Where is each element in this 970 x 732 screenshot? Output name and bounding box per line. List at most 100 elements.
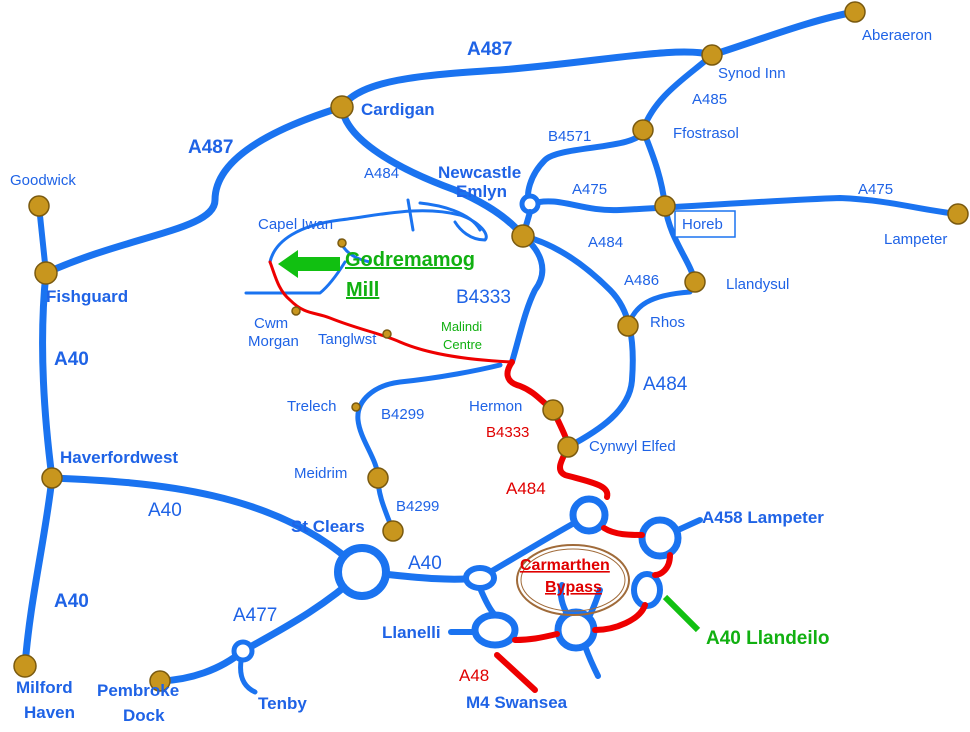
label-dock: Dock [123,706,165,725]
label-malindi: Malindi [441,319,482,334]
roundabout-a477 [231,639,255,663]
road-a477 [156,568,366,685]
label-ffostrasol: Ffostrasol [673,125,739,142]
label-llandysul: Llandysul [726,276,789,293]
road-sw-north [477,585,498,618]
town-newcastle-emlyn [511,224,535,248]
town-goodwick [28,195,50,217]
label-a485: A485 [692,91,727,108]
label-cardigan: Cardigan [361,100,435,119]
label-pembroke: Pembroke [97,681,179,700]
label-fishguard: Fishguard [46,287,128,306]
label-a475-e: A475 [858,181,893,198]
label-haven: Haven [24,703,75,722]
label-st-clears: St Clears [291,517,365,536]
town-lampeter [947,203,969,225]
label-centre: Centre [443,337,482,352]
label-morgan: Morgan [248,333,299,350]
road-a484-north [338,103,527,240]
label-bypass: Bypass [545,579,602,596]
town-tanglwst [382,329,392,339]
label-a40-mid: A40 [148,500,182,521]
place-labels: Aberaeron Synod Inn Ffostrasol Cardigan … [10,27,947,725]
town-aberaeron [844,1,866,23]
road-a458 [675,517,703,533]
town-fishguard [34,261,58,285]
label-capel-iwan: Capel Iwan [258,216,333,233]
label-b4333-blue: B4333 [456,287,511,308]
label-a486: A486 [624,272,659,289]
town-synod-inn [701,44,723,66]
label-a487-north: A487 [467,39,512,60]
label-trelech: Trelech [287,398,336,415]
label-a40-llandeilo: A40 Llandeilo [706,628,830,649]
town-cwm-morgan [291,306,301,316]
label-a40-west: A40 [54,349,89,370]
label-newcastle: Newcastle [438,163,521,182]
route-bypass-4 [512,631,560,643]
label-meidrim: Meidrim [294,465,347,482]
road-capel-iwan [268,209,488,264]
route-mill-malindi [268,260,514,364]
label-b4333-red: B4333 [486,424,529,441]
label-haverfordwest: Haverfordwest [60,448,178,467]
label-synod-inn: Synod Inn [718,65,786,82]
route-a40-llandeilo [662,594,701,633]
bypass-oval-inner [520,548,626,612]
route-bypass-2 [652,552,673,578]
route-a484 [557,444,611,500]
label-milford: Milford [16,678,73,697]
road-river-2 [418,201,482,232]
road-south-spur [582,643,601,679]
label-m4-swansea: M4 Swansea [466,693,568,712]
label-b4571: B4571 [548,128,591,145]
town-llandysul [684,271,706,293]
road-south-north [557,582,569,615]
label-aberaeron: Aberaeron [862,27,932,44]
label-a458-lampeter: A458 Lampeter [702,508,824,527]
roundabout-llandeilo [631,571,663,609]
route-bypass-1 [601,525,645,538]
roundabout-east [638,516,682,560]
road-a485 [640,52,715,285]
town-meidrim [367,467,389,489]
town-capel-iwan [337,238,347,248]
towns [13,1,969,692]
road-b4571 [525,127,646,207]
town-haverfordwest [41,467,63,489]
town-ffostrasol [632,119,654,141]
red-route [268,260,673,693]
town-horeb [654,195,676,217]
label-a40-southwest: A40 [54,591,89,612]
label-cwm: Cwm [254,315,288,332]
route-a48 [494,652,538,693]
horeb-box [674,210,736,238]
label-a475-w: A475 [572,181,607,198]
road-a475 [527,195,961,217]
roundabout-st-clears [334,544,390,600]
road-labels: A487 A487 A485 B4571 A484 A475 A475 A484… [54,39,893,685]
label-horeb: Horeb [682,216,723,233]
label-goodwick: Goodwick [10,172,76,189]
town-st-clears [382,520,404,542]
route-bypass-3 [592,602,648,633]
town-hermon [542,399,564,421]
label-lampeter: Lampeter [884,231,947,248]
road-a40-haverfordwest [48,474,366,576]
town-rhos [617,315,639,337]
label-cynwyl-elfed: Cynwyl Elfed [589,438,676,455]
bypass-oval [516,544,630,616]
town-cynwyl-elfed [557,436,579,458]
town-cardigan [330,95,354,119]
label-a484-east: A484 [643,374,688,395]
arrow-mill [278,250,340,278]
label-a48: A48 [459,666,489,685]
label-b4299-north: B4299 [381,406,424,423]
roundabout-north [569,495,609,535]
road-river-1 [406,198,415,232]
route-b4333 [504,359,571,450]
road-network [21,8,961,695]
town-milford-haven [13,654,37,678]
road-cwm-link [244,260,347,295]
label-a484-red: A484 [506,479,546,498]
